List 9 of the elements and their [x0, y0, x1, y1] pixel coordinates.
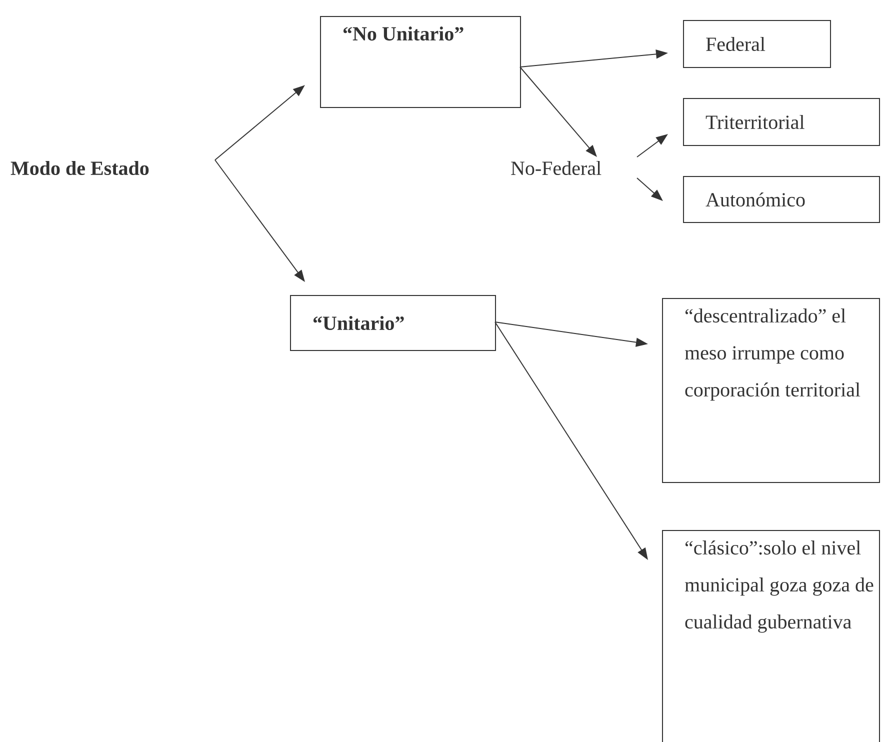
category-box: Autonómico: [683, 176, 880, 223]
category-box: “No Unitario”: [320, 16, 521, 108]
category-box: Triterritorial: [683, 98, 880, 146]
branch-label: No-Federal: [511, 160, 602, 176]
category-box: “Unitario”: [290, 295, 496, 351]
root-label: Modo de Estado: [10, 160, 149, 176]
description-box: “clásico”:solo el nivel municipal goza goza de cualidad gubernativa: [662, 530, 880, 742]
category-box: Federal: [683, 20, 831, 68]
description-box: “descentralizado” el meso irrumpe como corporación territorial: [662, 298, 880, 483]
